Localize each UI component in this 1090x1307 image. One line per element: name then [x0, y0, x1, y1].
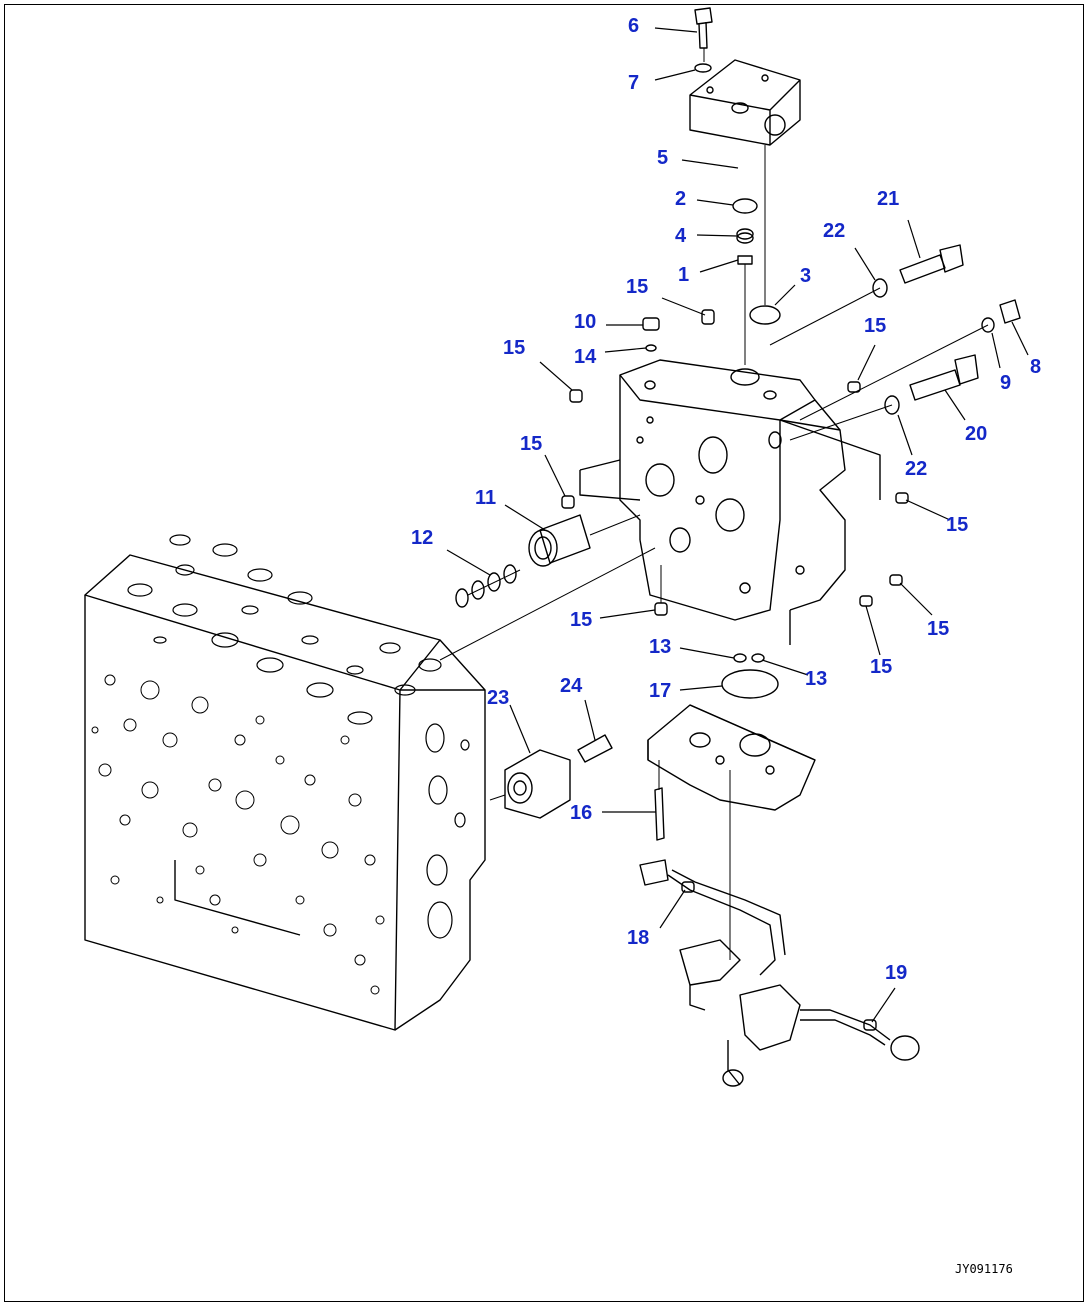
- pilot-piping: [639, 859, 920, 1087]
- callout-18: 18: [627, 927, 650, 949]
- callout-16: 16: [570, 802, 593, 824]
- leader-lines: [446, 27, 1029, 1023]
- drawing-code: JY091176: [955, 1262, 1013, 1276]
- section-valve-body: [579, 359, 881, 645]
- callout-21: 21: [877, 188, 900, 210]
- small-parts-stack: [732, 198, 781, 365]
- callout-12: 12: [411, 527, 434, 549]
- solenoid-23: [489, 734, 613, 819]
- bolt-20: [789, 354, 979, 441]
- callout-7: 7: [628, 72, 640, 94]
- callout-15: 15: [870, 656, 893, 678]
- callout-1: 1: [678, 264, 690, 286]
- drawing-frame: [4, 4, 1084, 1302]
- o-rings-13-17: [721, 653, 779, 699]
- bolt-6: [694, 7, 713, 73]
- callout-22: 22: [823, 220, 846, 242]
- callout-10: 10: [574, 311, 597, 333]
- callout-17: 17: [649, 680, 672, 702]
- callout-15: 15: [927, 618, 950, 640]
- spool-11: [528, 514, 641, 567]
- spring-12: [455, 564, 521, 608]
- callout-15: 15: [520, 433, 543, 455]
- bolt-21: [769, 244, 964, 346]
- callout-11: 11: [475, 487, 497, 509]
- callout-2: 2: [675, 188, 687, 210]
- callout-14: 14: [574, 346, 597, 368]
- callout-15: 15: [864, 315, 887, 337]
- callout-15: 15: [570, 609, 593, 631]
- callout-24: 24: [560, 675, 583, 697]
- callout-9: 9: [1000, 372, 1012, 394]
- callout-3: 3: [800, 265, 812, 287]
- callout-6: 6: [628, 15, 640, 37]
- main-valve-block: [84, 534, 656, 1031]
- callout-13: 13: [805, 668, 828, 690]
- callout-8: 8: [1030, 356, 1042, 378]
- callout-5: 5: [657, 147, 669, 169]
- plug-8: [799, 299, 1021, 421]
- callout-13: 13: [649, 636, 672, 658]
- callout-15: 15: [503, 337, 526, 359]
- callout-4: 4: [675, 225, 687, 247]
- callout-15: 15: [946, 514, 969, 536]
- callout-15: 15: [626, 276, 649, 298]
- callout-23: 23: [487, 687, 510, 709]
- callout-22: 22: [905, 458, 928, 480]
- top-cover: [689, 59, 801, 305]
- callout-19: 19: [885, 962, 908, 984]
- bottom-cover: [647, 704, 816, 960]
- callout-20: 20: [965, 423, 988, 445]
